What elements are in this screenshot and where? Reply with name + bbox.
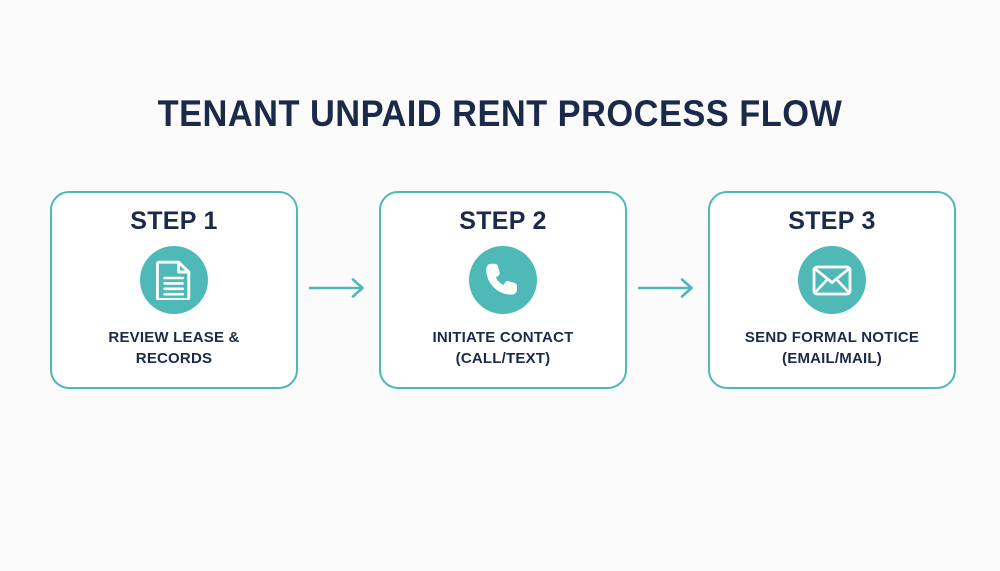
envelope-icon xyxy=(812,265,852,296)
arrow-right-icon xyxy=(637,277,698,304)
step-icon-badge xyxy=(140,246,208,314)
step-icon-badge xyxy=(469,246,537,314)
step-description-line-1: SEND FORMAL NOTICE xyxy=(744,329,920,346)
step-heading: STEP 3 xyxy=(788,207,876,235)
flow-connector-2 xyxy=(634,276,702,304)
step-description-line-2: (EMAIL/MAIL) xyxy=(782,350,882,367)
step-card-1[interactable]: STEP 1 REVIEW LEASE & RECORDS xyxy=(50,191,298,389)
step-description-line-1: REVIEW LEASE & xyxy=(108,329,240,346)
step-description: SEND FORMAL NOTICE (EMAIL/MAIL) xyxy=(717,327,947,369)
step-description: REVIEW LEASE & RECORDS xyxy=(59,327,289,369)
page-title: TENANT UNPAID RENT PROCESS FLOW xyxy=(157,93,843,134)
step-heading: STEP 2 xyxy=(459,207,547,235)
document-icon xyxy=(156,260,192,300)
flow-connector-1 xyxy=(305,276,373,304)
process-flow-diagram: STEP 1 REVIEW LEASE & RECORDS xyxy=(50,190,956,390)
step-description-line-1: INITIATE CONTACT xyxy=(432,329,574,346)
arrow-right-icon xyxy=(308,277,369,304)
step-card-2[interactable]: STEP 2 INITIATE CONTACT (CALL/TEXT) xyxy=(379,191,627,389)
step-description-line-2: RECORDS xyxy=(135,350,213,367)
step-description: INITIATE CONTACT (CALL/TEXT) xyxy=(388,327,618,369)
step-heading: STEP 1 xyxy=(130,207,218,235)
phone-icon xyxy=(485,262,521,298)
step-card-3[interactable]: STEP 3 SEND FORMAL NOTICE (EMAIL/MAIL) xyxy=(708,191,956,389)
step-description-line-2: (CALL/TEXT) xyxy=(455,350,551,367)
step-icon-badge xyxy=(798,246,866,314)
